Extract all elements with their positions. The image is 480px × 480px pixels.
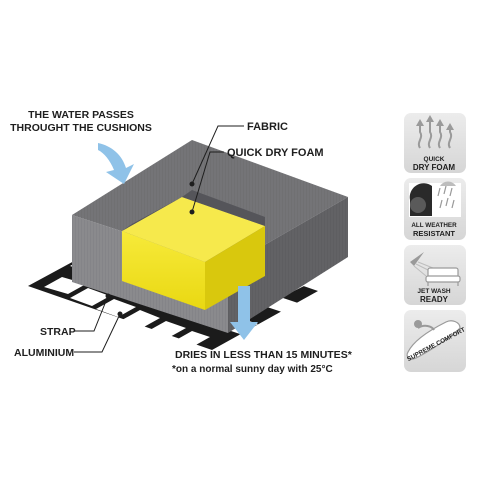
- water-arrow-top-icon: [98, 143, 134, 184]
- weather-icon: [409, 181, 461, 217]
- strap-label: STRAP: [40, 326, 76, 338]
- quick-dry-foam-block: [122, 190, 265, 310]
- badge-all-weather-line1: ALL WEATHER: [411, 222, 457, 229]
- cushion-icon: [406, 320, 461, 360]
- water-passes-label-line1: THE WATER PASSES: [28, 109, 134, 121]
- water-arrow-bottom-icon: [230, 286, 258, 340]
- dries-note-label: *on a normal sunny day with 25°C: [172, 364, 333, 375]
- fabric-label: FABRIC: [247, 121, 288, 133]
- dries-time-label: DRIES IN LESS THAN 15 MINUTES*: [175, 349, 353, 361]
- water-passes-label-line2: THROUGHT THE CUSHIONS: [10, 122, 152, 134]
- aluminium-label: ALUMINIUM: [14, 347, 74, 359]
- badge-supreme-comfort: SUPREME COMFORT: [404, 310, 467, 372]
- badge-jet-wash-ready: JET WASH READY: [404, 245, 466, 305]
- quick-dry-foam-label: QUICK DRY FOAM: [227, 147, 324, 159]
- steam-arrows-icon: [417, 120, 453, 149]
- jet-wash-icon: [410, 252, 461, 286]
- foam-front-face: [122, 231, 205, 310]
- badge-quick-dry-foam: QUICK DRY FOAM: [404, 113, 466, 173]
- feature-badges: QUICK DRY FOAM ALL WEATHER: [404, 113, 467, 372]
- foam-side-face: [205, 226, 265, 310]
- badge-jet-wash-line1: JET WASH: [417, 288, 451, 295]
- badge-jet-wash-line2: READY: [420, 295, 449, 304]
- leader-dots: [105, 181, 195, 317]
- badge-quick-dry-foam-line1: QUICK: [424, 156, 445, 163]
- leader-lines: [74, 125, 244, 353]
- badge-quick-dry-foam-line2: DRY FOAM: [413, 163, 456, 172]
- badge-all-weather-resistant: ALL WEATHER RESISTANT: [404, 178, 466, 240]
- badge-all-weather-line2: RESISTANT: [413, 229, 455, 238]
- foam-top-face: [122, 197, 265, 262]
